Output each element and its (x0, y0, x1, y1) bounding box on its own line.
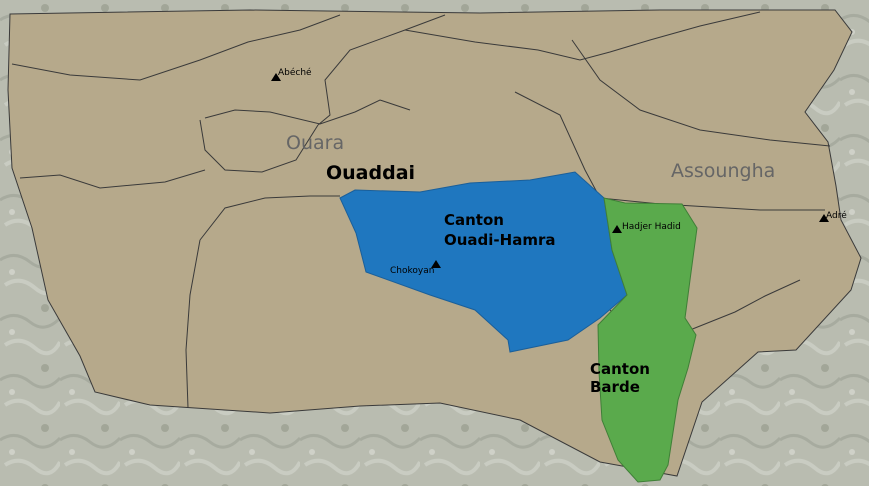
label-region-assoungha: Assoungha (671, 160, 775, 182)
town-label: Hadjer Hadid (622, 222, 681, 232)
town-label: Adré (826, 210, 847, 221)
label-canton-barde-line1: Canton (590, 360, 650, 378)
label-region-ouara: Ouara (286, 132, 344, 154)
town-label: Abéché (278, 67, 312, 78)
town-adre: Adré (819, 210, 847, 222)
canton-barde-polygon (597, 197, 698, 483)
label-canton-ouadi-hamra-line1: Canton (444, 211, 504, 229)
triangle-marker-icon (431, 260, 441, 268)
town-chokoyan: Chokoyan (390, 260, 441, 276)
label-canton-barde-line2: Barde (590, 378, 640, 396)
triangle-marker-icon (271, 73, 281, 81)
label-department-ouaddai: Ouaddai (326, 162, 415, 184)
triangle-marker-icon (612, 225, 622, 233)
subdivision-borders (11, 11, 831, 409)
triangle-marker-icon (819, 214, 829, 222)
town-abeche: Abéché (271, 67, 312, 81)
canton-ouadi-hamra-polygon (339, 171, 628, 353)
town-hadjer-hadid: Hadjer Hadid (612, 222, 681, 233)
town-label: Chokoyan (390, 266, 434, 276)
label-canton-ouadi-hamra-line2: Ouadi-Hamra (444, 231, 555, 249)
